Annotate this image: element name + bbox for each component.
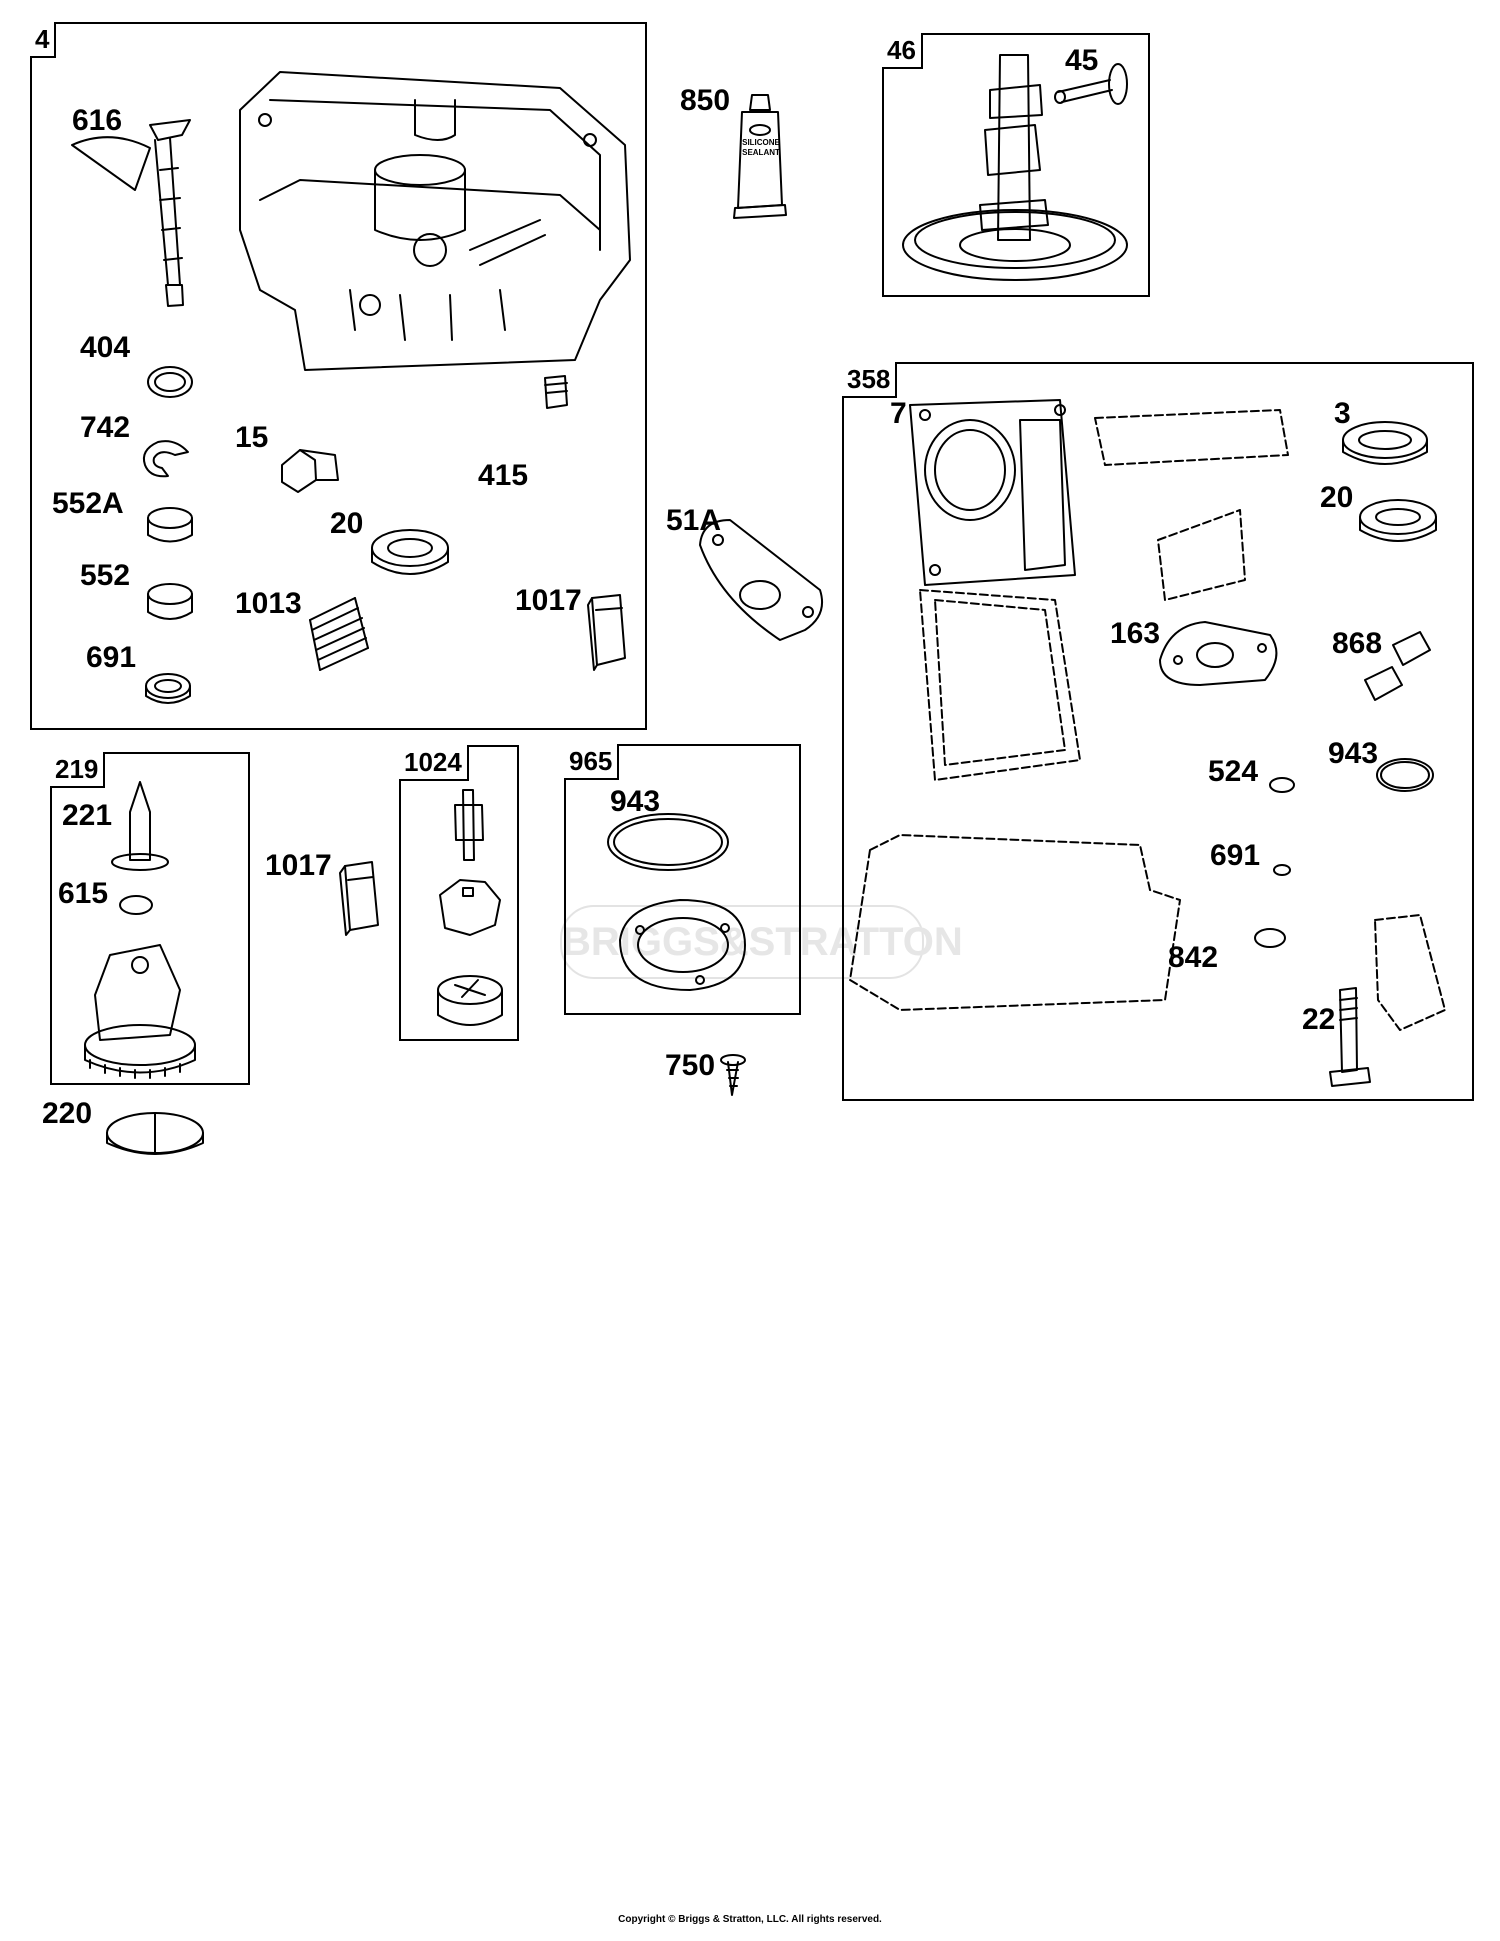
callout-943: 943	[1328, 737, 1379, 770]
callout-22: 22	[1302, 1003, 1336, 1036]
callout-3: 3	[1334, 397, 1351, 430]
governor-shaft-part	[71, 119, 191, 307]
callout-20b: 20	[1320, 481, 1354, 514]
kit-box-219: 219	[50, 752, 250, 1085]
kit-label: 965	[564, 744, 620, 780]
plunger-part	[111, 781, 169, 871]
kit-box-1024: 1024	[399, 745, 519, 1041]
pump-shaft-part	[454, 789, 484, 861]
seal-part-20b	[1359, 499, 1437, 542]
kit-box-358: 358	[842, 362, 1474, 1101]
drain-plug-part	[281, 449, 339, 493]
set-screw-part	[544, 375, 568, 409]
callout-51a: 51A	[666, 504, 722, 537]
kit-label: 358	[842, 362, 898, 398]
washer-part-524	[1269, 777, 1295, 793]
callout-616: 616	[72, 104, 123, 137]
ring-part-842	[1254, 928, 1286, 948]
pump-rotor-part	[439, 879, 501, 936]
callout-1013: 1013	[235, 587, 302, 620]
callout-868: 868	[1332, 627, 1383, 660]
callout-691b: 691	[1210, 839, 1261, 872]
bushing-part	[147, 583, 193, 620]
callout-750: 750	[665, 1049, 716, 1082]
e-ring-part	[142, 440, 189, 478]
ring-part-615	[119, 895, 153, 915]
exhaust-gasket	[1374, 914, 1446, 1031]
seal-part-691b	[1273, 864, 1291, 876]
o-ring-part-943b	[607, 813, 729, 871]
callout-20: 20	[330, 507, 364, 540]
o-ring-part-943a	[1376, 758, 1434, 792]
governor-gear-part	[84, 944, 196, 1079]
kit-box-965: 965	[564, 744, 801, 1015]
callout-691: 691	[86, 641, 137, 674]
copyright-footer: Copyright © Briggs & Stratton, LLC. All …	[618, 1914, 882, 1925]
oil-seal-part	[145, 673, 191, 704]
bolt-part	[1329, 987, 1371, 1087]
washer-part	[147, 366, 193, 398]
callout-221: 221	[62, 799, 113, 832]
intake-gasket	[1157, 509, 1246, 601]
filter-part-1017b	[339, 861, 379, 936]
rocker-gasket	[919, 589, 1081, 781]
seal-part-3	[1342, 421, 1428, 465]
seal-part	[147, 507, 193, 543]
tube-label-line1: SILICONE	[742, 138, 780, 147]
pump-housing-part	[437, 975, 503, 1026]
briggs-stratton-watermark: BRIGGS&STRATTON	[560, 905, 963, 979]
gasket-part-163	[1159, 621, 1278, 686]
sealant-tube-part	[733, 94, 787, 219]
pump-cover-part	[619, 899, 746, 991]
crankcase-gasket	[849, 834, 1181, 1011]
callout-7: 7	[890, 397, 907, 430]
camshaft-part	[902, 54, 1128, 281]
thrust-washer-part	[106, 1112, 204, 1155]
sump-cover-part	[239, 71, 631, 371]
callout-524: 524	[1208, 755, 1259, 788]
callout-742: 742	[80, 411, 131, 444]
tube-label-line2: SEALANT	[742, 148, 780, 157]
valve-cover-gasket	[1094, 409, 1289, 466]
callout-1017: 1017	[515, 584, 582, 617]
seal-part-20	[371, 529, 449, 575]
callout-220: 220	[42, 1097, 93, 1130]
head-gasket-part	[909, 399, 1076, 586]
screw-part	[720, 1054, 746, 1096]
kit-label: 4	[30, 22, 57, 58]
callout-415: 415	[478, 459, 529, 492]
callout-45: 45	[1065, 44, 1099, 77]
callout-850: 850	[680, 84, 731, 117]
callout-552a: 552A	[52, 487, 124, 520]
callout-1017b: 1017	[265, 849, 332, 882]
callout-15: 15	[235, 421, 269, 454]
callout-163: 163	[1110, 617, 1161, 650]
callout-842: 842	[1168, 941, 1219, 974]
kit-label: 1024	[399, 745, 469, 781]
callout-552: 552	[80, 559, 131, 592]
filter-part-1017a	[587, 594, 626, 671]
dashed-gaskets	[849, 409, 1446, 1031]
tappet-part	[1054, 63, 1128, 105]
callout-404: 404	[80, 331, 131, 364]
spring-part	[309, 597, 369, 671]
kit-label: 46	[882, 33, 923, 69]
kit-box-46: 46	[882, 33, 1150, 297]
kit-box-4: 4	[30, 22, 647, 730]
gasket-part-51a	[699, 519, 824, 641]
kit-label: 219	[50, 752, 106, 788]
valve-guide-part	[1364, 631, 1431, 701]
callout-615: 615	[58, 877, 109, 910]
callout-943b: 943	[610, 785, 661, 818]
